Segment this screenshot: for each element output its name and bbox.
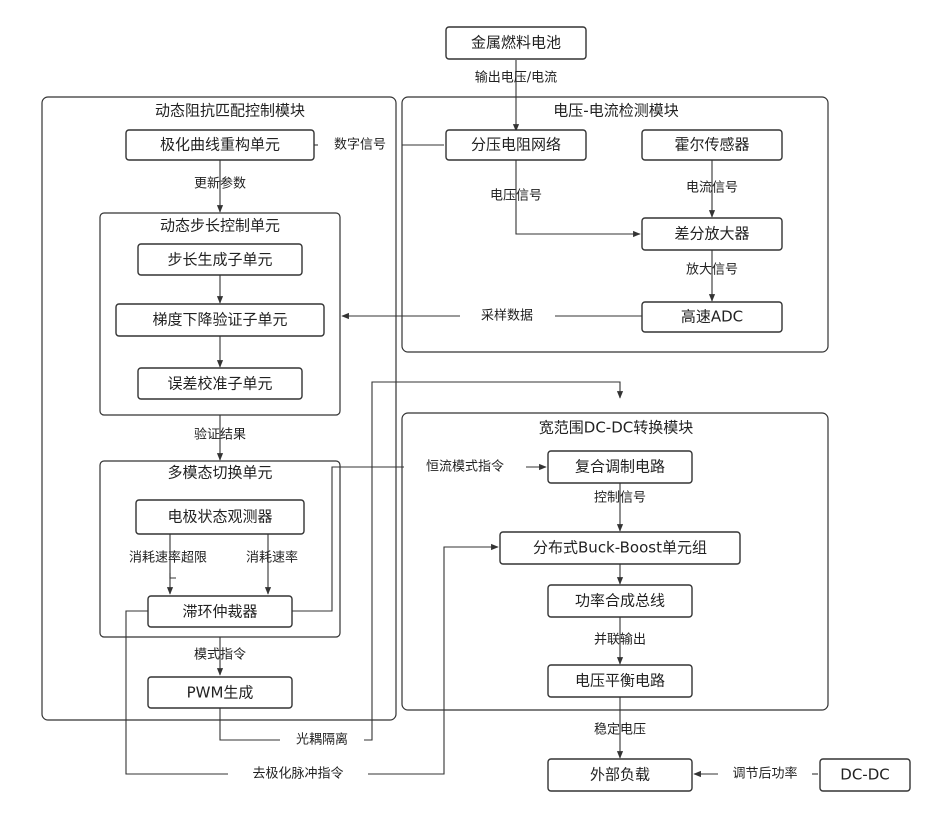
box-pwm-gen: PWM生成 [148,677,292,708]
group-title-dynamic-step: 动态步长控制单元 [160,217,280,235]
svg-text:PWM生成: PWM生成 [187,684,254,702]
svg-text:霍尔传感器: 霍尔传感器 [674,136,749,154]
arrow-depolar-to-buck [368,547,498,774]
svg-text:分压电阻网络: 分压电阻网络 [471,136,561,154]
connectors [126,60,818,774]
label-mode-cmd: 模式指令 [194,648,246,663]
box-divider-network: 分压电阻网络 [446,130,586,160]
label-sampled-data: 采样数据 [481,309,533,324]
box-gradient-verify: 梯度下降验证子单元 [116,304,324,336]
box-buck-boost-group: 分布式Buck-Boost单元组 [500,532,740,564]
svg-text:高速ADC: 高速ADC [681,308,743,326]
svg-text:功率合成总线: 功率合成总线 [575,592,665,610]
label-regulated-power: 调节后功率 [732,766,797,782]
box-hysteresis-arbiter: 滞环仲裁器 [148,596,292,627]
svg-text:复合调制电路: 复合调制电路 [575,458,665,476]
svg-text:DC-DC: DC-DC [840,766,889,784]
svg-text:外部负载: 外部负载 [590,766,650,784]
label-cc-mode-cmd: 恒流模式指令 [426,460,504,475]
box-composite-modulation: 复合调制电路 [548,451,692,483]
svg-text:步长生成子单元: 步长生成子单元 [167,251,272,269]
group-title-voltage-current: 电压-电流检测模块 [553,102,678,120]
line-pwm-opto-a [220,708,280,740]
label-voltage-signal: 电压信号 [490,189,542,204]
box-step-gen: 步长生成子单元 [138,244,302,275]
box-high-speed-adc: 高速ADC [642,302,782,332]
label-opto-isolation: 光耦隔离 [296,732,348,748]
svg-text:极化曲线重构单元: 极化曲线重构单元 [160,136,280,154]
label-update-params: 更新参数 [194,176,246,192]
label-stable-voltage: 稳定电压 [594,722,646,738]
label-digital-signal: 数字信号 [334,138,386,153]
box-diff-amplifier: 差分放大器 [642,218,782,250]
box-polarization-curve-unit: 极化曲线重构单元 [126,130,314,160]
box-power-bus: 功率合成总线 [548,585,692,617]
box-electrode-observer: 电极状态观测器 [136,500,304,534]
svg-text:滞环仲裁器: 滞环仲裁器 [182,603,257,621]
svg-text:分布式Buck-Boost单元组: 分布式Buck-Boost单元组 [533,539,707,557]
box-metal-fuel-cell: 金属燃料电池 [446,27,586,59]
label-output-vi: 输出电压/电流 [475,70,557,86]
svg-text:梯度下降验证子单元: 梯度下降验证子单元 [152,311,287,329]
label-amplified-signal: 放大信号 [686,263,738,278]
label-consumption-rate: 消耗速率 [246,550,298,566]
label-consumption-over: 消耗速率超限 [129,550,207,566]
label-verify-result: 验证结果 [194,427,246,443]
box-external-load: 外部负载 [548,759,692,791]
label-parallel-output: 并联输出 [594,632,646,648]
group-title-multimode: 多模态切换单元 [167,464,272,482]
svg-text:电压平衡电路: 电压平衡电路 [575,672,665,690]
group-title-dynamic-impedance: 动态阻抗匹配控制模块 [155,102,305,120]
label-depolar-pulse-cmd: 去极化脉冲指令 [252,767,343,782]
box-voltage-balance: 电压平衡电路 [548,665,692,697]
svg-text:差分放大器: 差分放大器 [674,225,749,243]
svg-text:误差校准子单元: 误差校准子单元 [167,375,272,393]
box-hall-sensor: 霍尔传感器 [642,130,782,160]
label-control-signal: 控制信号 [594,491,646,506]
svg-text:金属燃料电池: 金属燃料电池 [471,34,561,52]
box-dcdc-source: DC-DC [820,759,910,791]
label-current-signal: 电流信号 [686,181,738,196]
line-cc-mode-a [292,467,404,611]
svg-text:电极状态观测器: 电极状态观测器 [167,508,272,526]
group-title-dcdc: 宽范围DC-DC转换模块 [539,419,693,437]
box-error-calib: 误差校准子单元 [138,368,302,399]
